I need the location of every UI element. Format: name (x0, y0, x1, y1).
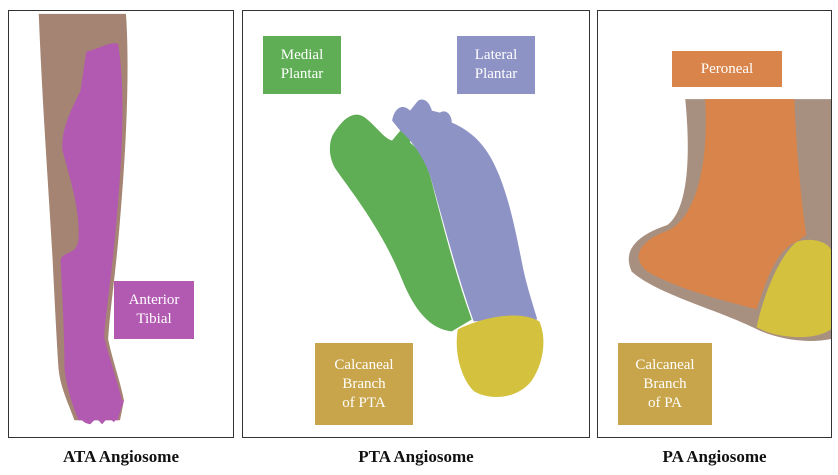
ata-panel: Anterior Tibial (8, 10, 234, 438)
foot-toes (74, 400, 124, 424)
calcaneal-pta-label: Calcaneal Branch of PTA (315, 343, 413, 425)
peroneal-label: Peroneal (672, 51, 782, 87)
pa-panel: Peroneal Calcaneal Branch of PA (597, 10, 832, 438)
pta-caption: PTA Angiosome (242, 447, 590, 467)
pa-caption: PA Angiosome (597, 447, 832, 467)
ata-caption: ATA Angiosome (8, 447, 234, 467)
lateral-plantar-label: Lateral Plantar (457, 36, 535, 94)
anterior-tibial-label: Anterior Tibial (114, 281, 194, 339)
calcaneal-pa-label: Calcaneal Branch of PA (618, 343, 712, 425)
leg-illustration (9, 11, 233, 437)
pta-panel: Medial Plantar Lateral Plantar Calcaneal… (242, 10, 590, 438)
medial-plantar-label: Medial Plantar (263, 36, 341, 94)
calcaneal-pta-region (457, 316, 544, 397)
